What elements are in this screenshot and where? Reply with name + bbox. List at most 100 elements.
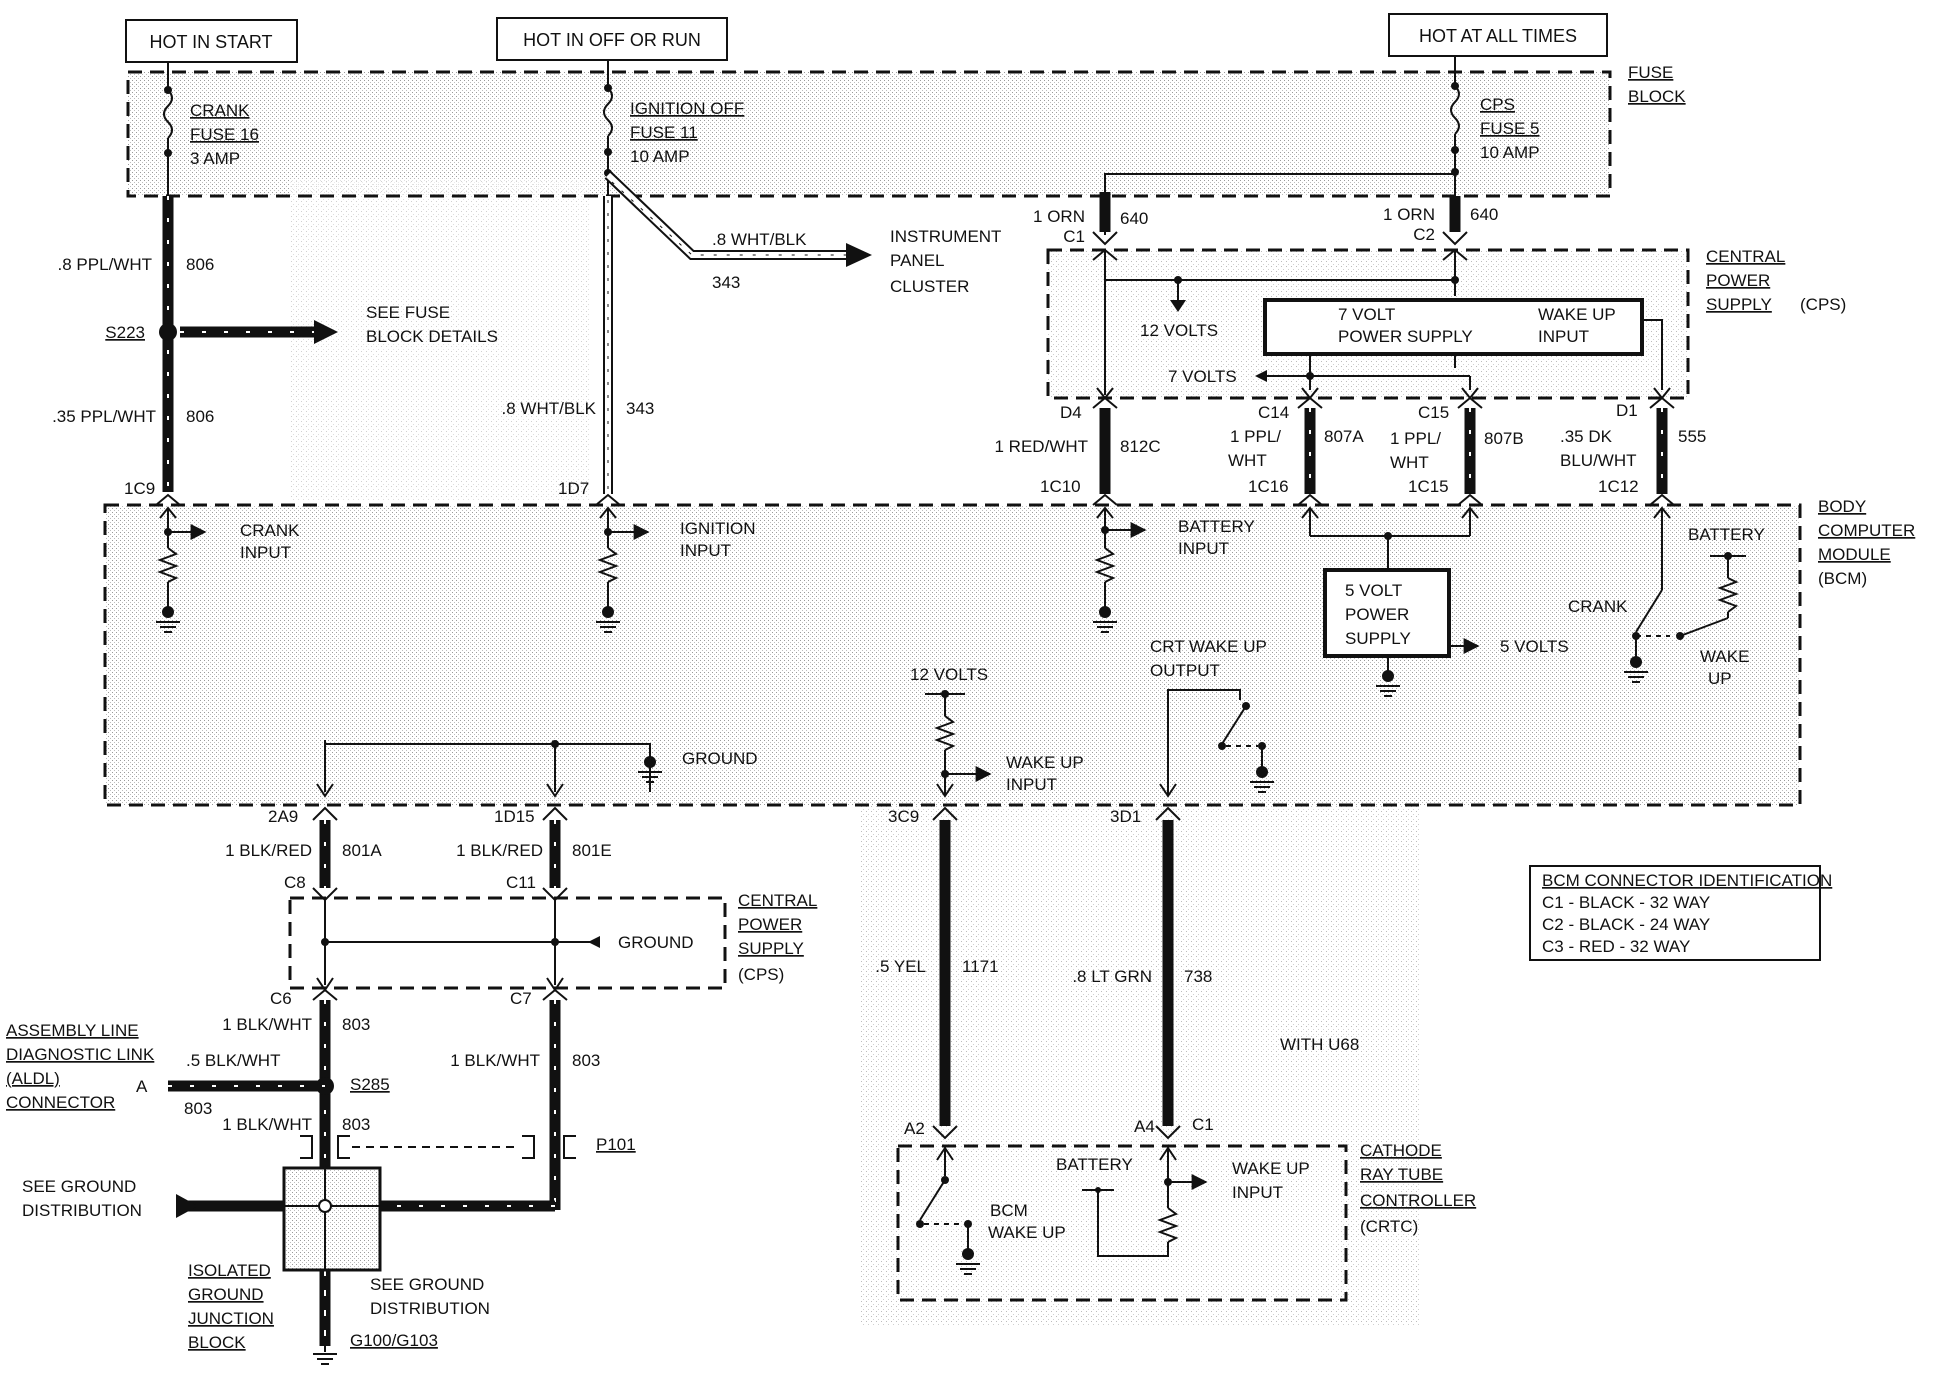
svg-text:FUSE 11: FUSE 11 bbox=[630, 123, 698, 142]
connector-id-line3: C3 - RED - 32 WAY bbox=[1542, 937, 1690, 956]
connector-c8: C8 bbox=[284, 873, 306, 892]
p101-connector bbox=[300, 1135, 576, 1159]
crtc-bcm-wake-2: WAKE UP bbox=[988, 1223, 1066, 1242]
wire-801a-number: 801A bbox=[342, 841, 382, 860]
5v-ps-2: POWER bbox=[1345, 605, 1409, 624]
crt-wake-1: CRT WAKE UP bbox=[1150, 637, 1267, 656]
see-fuse-2: BLOCK DETAILS bbox=[366, 327, 498, 346]
cps-12-volts: 12 VOLTS bbox=[1140, 321, 1218, 340]
header-hot-at-all-times: HOT AT ALL TIMES bbox=[1388, 13, 1608, 57]
crank-input-2: INPUT bbox=[240, 543, 291, 562]
with-u68: WITH U68 bbox=[1280, 1035, 1359, 1054]
crank-input-1: CRANK bbox=[240, 521, 300, 540]
crtc-title-1: CATHODE bbox=[1360, 1141, 1442, 1160]
bcm-title-2: COMPUTER bbox=[1818, 521, 1915, 540]
connector-1c9: 1C9 bbox=[124, 479, 155, 498]
connector-1c16: 1C16 bbox=[1248, 477, 1289, 496]
connector-id-line2: C2 - BLACK - 24 WAY bbox=[1542, 915, 1710, 934]
connector-d1: D1 bbox=[1616, 401, 1638, 420]
see-fuse-block-arrow bbox=[180, 320, 338, 344]
wire-343a-color: .8 WHT/BLK bbox=[712, 230, 807, 249]
wire-803a-color: 1 BLK/WHT bbox=[222, 1015, 312, 1034]
svg-text:3 AMP: 3 AMP bbox=[190, 149, 240, 168]
connector-c1-crtc: C1 bbox=[1192, 1115, 1214, 1134]
wire-555-number: 555 bbox=[1678, 427, 1706, 446]
isolated-label-2: GROUND bbox=[188, 1285, 264, 1304]
bcm-battery: BATTERY bbox=[1688, 525, 1765, 544]
aldl-label-2: DIAGNOSTIC LINK bbox=[6, 1045, 155, 1064]
wire-803d-number: 803 bbox=[572, 1051, 600, 1070]
connector-a4: A4 bbox=[1134, 1117, 1155, 1136]
wire-803c-number: 803 bbox=[342, 1115, 370, 1134]
svg-text:FUSE 16: FUSE 16 bbox=[190, 125, 259, 144]
wire-807b-color-2: WHT bbox=[1390, 453, 1429, 472]
wire-803d-color: 1 BLK/WHT bbox=[450, 1051, 540, 1070]
wire-801a-color: 1 BLK/RED bbox=[225, 841, 312, 860]
wire-806b-number: 806 bbox=[186, 407, 214, 426]
connector-1c10: 1C10 bbox=[1040, 477, 1081, 496]
connector-1d15: 1D15 bbox=[494, 807, 535, 826]
svg-text:FUSE 5: FUSE 5 bbox=[1480, 119, 1540, 138]
isolated-label-1: ISOLATED bbox=[188, 1261, 271, 1280]
isolated-ground-junction-block bbox=[282, 1166, 382, 1272]
cps-top-title-2: POWER bbox=[1706, 271, 1770, 290]
bcm-wake-2: UP bbox=[1708, 669, 1732, 688]
wire-1171-color: .5 YEL bbox=[875, 957, 926, 976]
crtc-battery: BATTERY bbox=[1056, 1155, 1133, 1174]
wire-806b-color: .35 PPL/WHT bbox=[52, 407, 156, 426]
svg-text:IGNITION OFF: IGNITION OFF bbox=[630, 99, 744, 118]
fuse-block-shading bbox=[128, 72, 1610, 196]
wires-cps-to-bcm bbox=[1092, 396, 1675, 494]
battery-input-circuit bbox=[1093, 506, 1147, 633]
crtc-title-3: CONTROLLER bbox=[1360, 1191, 1476, 1210]
cps-7v-ps-1: 7 VOLT bbox=[1338, 305, 1395, 324]
wire-801e-color: 1 BLK/RED bbox=[456, 841, 543, 860]
isolated-label-3: JUNCTION bbox=[188, 1309, 274, 1328]
crtc-internals bbox=[916, 1146, 1208, 1275]
cps-lower-ground: GROUND bbox=[618, 933, 694, 952]
wire-807a-color-1: 1 PPL/ bbox=[1230, 427, 1281, 446]
svg-text:HOT IN START: HOT IN START bbox=[149, 32, 272, 52]
wire-806 bbox=[159, 196, 177, 492]
wire-343a-number: 343 bbox=[712, 273, 740, 292]
wire-807b-color-1: 1 PPL/ bbox=[1390, 429, 1441, 448]
bcm-wake-switch bbox=[1624, 506, 1746, 683]
wire-640b-number: 640 bbox=[1470, 205, 1498, 224]
cps-lower-title-3: SUPPLY bbox=[738, 939, 804, 958]
bcm-12v-wake-input bbox=[925, 690, 992, 798]
header-hot-in-start: HOT IN START bbox=[125, 19, 298, 63]
connector-c11: C11 bbox=[506, 873, 536, 892]
connector-3c9: 3C9 bbox=[888, 807, 919, 826]
svg-text:10 AMP: 10 AMP bbox=[1480, 143, 1540, 162]
connector-c14: C14 bbox=[1258, 403, 1289, 422]
see-ground-b1: SEE GROUND bbox=[370, 1275, 484, 1294]
5v-output: 5 VOLTS bbox=[1500, 637, 1569, 656]
connector-id-line1: C1 - BLACK - 32 WAY bbox=[1542, 893, 1710, 912]
wire-812c-color: 1 RED/WHT bbox=[995, 437, 1089, 456]
connector-1c12: 1C12 bbox=[1598, 477, 1639, 496]
aldl-label-4: CONNECTOR bbox=[6, 1093, 115, 1112]
bcm-wake-input-1: WAKE UP bbox=[1006, 753, 1084, 772]
5v-power-supply bbox=[1301, 506, 1480, 697]
wire-807a-number: 807A bbox=[1324, 427, 1364, 446]
bcm-title-1: BODY bbox=[1818, 497, 1866, 516]
connector-c1-top: C1 bbox=[1063, 227, 1085, 246]
wire-807a-color-2: WHT bbox=[1228, 451, 1267, 470]
cps-top-title-4: (CPS) bbox=[1800, 295, 1846, 314]
cps-lower-title-1: CENTRAL bbox=[738, 891, 817, 910]
connector-2a9: 2A9 bbox=[268, 807, 298, 826]
wire-555-color-1: .35 DK bbox=[1560, 427, 1613, 446]
wire-803b-color: .5 BLK/WHT bbox=[186, 1051, 280, 1070]
wire-738-number: 738 bbox=[1184, 967, 1212, 986]
cps-top-title-3: SUPPLY bbox=[1706, 295, 1772, 314]
wire-812c-number: 812C bbox=[1120, 437, 1161, 456]
bcm-wake-input-2: INPUT bbox=[1006, 775, 1057, 794]
bcm-connector-notches bbox=[155, 493, 1675, 506]
wire-803c-color: 1 BLK/WHT bbox=[222, 1115, 312, 1134]
connector-1d7: 1D7 bbox=[558, 479, 589, 498]
cps-7-volts: 7 VOLTS bbox=[1168, 367, 1237, 386]
ignition-input-2: INPUT bbox=[680, 541, 731, 560]
cps-lower-internals bbox=[316, 900, 600, 992]
cps-left-shading bbox=[290, 180, 590, 500]
aldl-pin-a: A bbox=[136, 1077, 148, 1096]
